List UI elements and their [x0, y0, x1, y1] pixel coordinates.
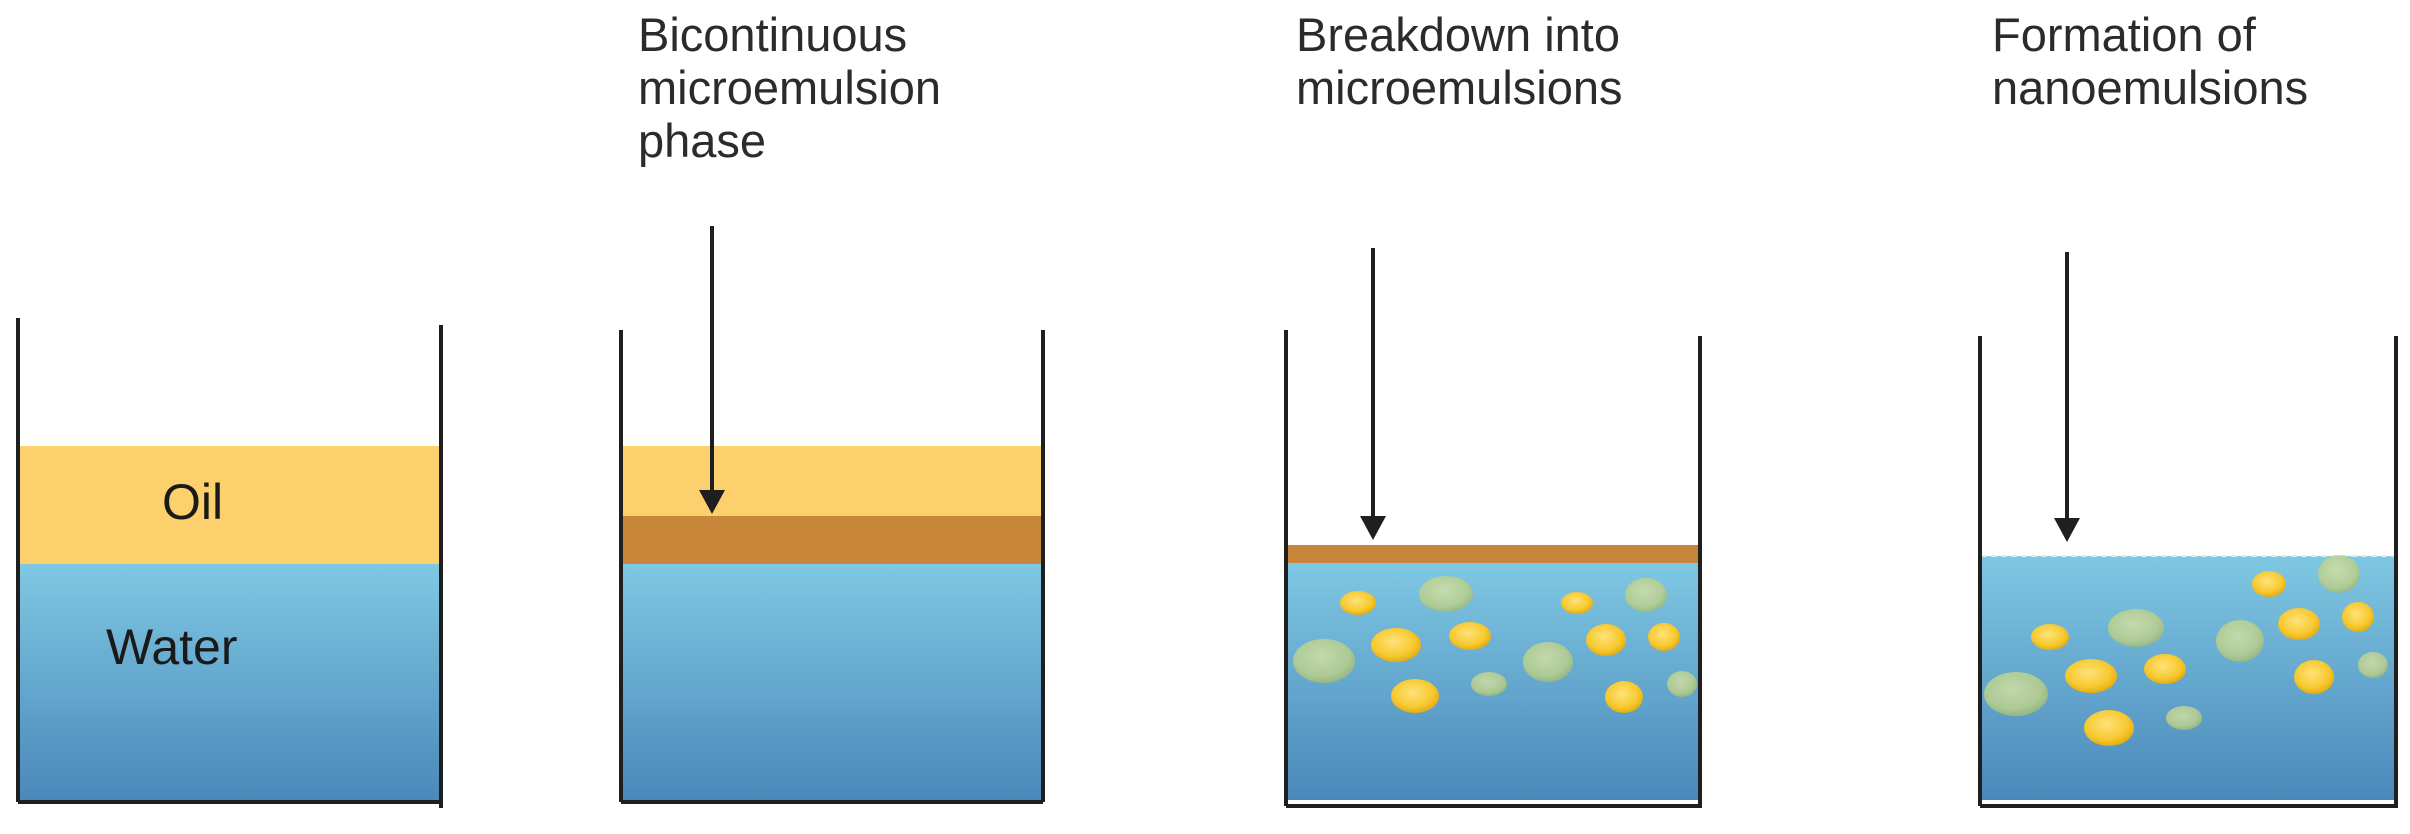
oil-droplet-icon	[1391, 679, 1439, 713]
oil-droplet-icon	[2084, 710, 2134, 746]
surfactant-droplet-icon	[2108, 609, 2164, 647]
stage-title-nanoemulsions: Formation of nanoemulsions	[1992, 8, 2309, 114]
surfactant-droplet-icon	[1667, 671, 1697, 697]
surfactant-droplet-icon	[1984, 672, 2048, 716]
stage-title-microemulsions: Breakdown into microemulsions	[1296, 8, 1623, 114]
droplets-group	[1984, 555, 2388, 746]
droplets-group	[1293, 576, 1697, 713]
oil-droplet-icon	[1561, 592, 1593, 614]
oil-droplet-icon	[1371, 628, 1421, 662]
down-arrow-icon	[1360, 248, 1386, 540]
beaker-nanoemulsions	[1978, 252, 2398, 808]
oil-droplet-icon	[1449, 622, 1491, 650]
stage-title-bicontinuous: Bicontinuous microemulsion phase	[638, 8, 941, 167]
down-arrow-icon	[2054, 252, 2080, 542]
oil-droplet-icon	[2031, 624, 2069, 650]
oil-droplet-icon	[2065, 659, 2117, 693]
surfactant-droplet-icon	[1523, 642, 1573, 682]
oil-droplet-icon	[2278, 608, 2320, 640]
surfactant-droplet-icon	[2166, 706, 2202, 730]
surfactant-layer	[1287, 545, 1699, 563]
surfactant-droplet-icon	[2216, 620, 2264, 662]
beaker-initial	[16, 318, 443, 808]
oil-droplet-icon	[2342, 602, 2374, 632]
surfactant-layer	[622, 516, 1042, 564]
oil-droplet-icon	[2294, 660, 2334, 694]
oil-layer	[622, 446, 1042, 516]
water-label: Water	[106, 619, 238, 675]
oil-droplet-icon	[1340, 591, 1376, 615]
oil-label: Oil	[162, 474, 224, 530]
beaker-bicontinuous	[619, 226, 1045, 804]
surfactant-droplet-icon	[2318, 555, 2360, 593]
oil-droplet-icon	[2144, 654, 2186, 684]
water-layer	[622, 564, 1042, 800]
surfactant-droplet-icon	[2358, 652, 2388, 678]
surfactant-droplet-icon	[1471, 672, 1507, 696]
oil-droplet-icon	[1586, 624, 1626, 656]
surfactant-droplet-icon	[1293, 639, 1355, 683]
down-arrow-icon	[699, 226, 725, 514]
water-layer	[19, 564, 441, 800]
oil-droplet-icon	[1605, 681, 1643, 713]
oil-droplet-icon	[2252, 571, 2286, 597]
beaker-microemulsions	[1284, 248, 1702, 808]
surfactant-droplet-icon	[1419, 576, 1473, 612]
oil-layer	[19, 446, 441, 564]
oil-droplet-icon	[1648, 623, 1680, 651]
surfactant-droplet-icon	[1625, 578, 1667, 612]
